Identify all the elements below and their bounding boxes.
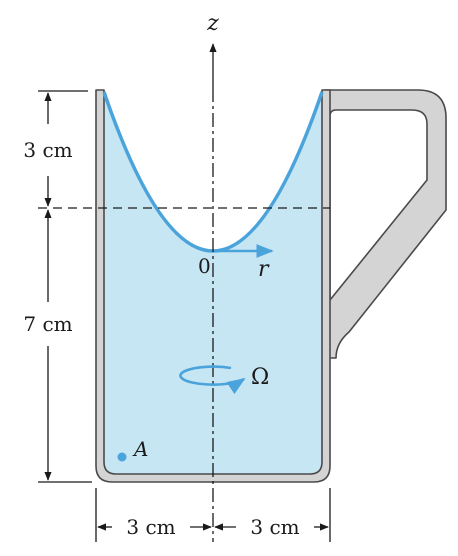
mug-handle: [324, 89, 447, 359]
point-a-label: A: [132, 437, 148, 461]
z-axis-label: z: [206, 11, 219, 36]
omega-label: Ω: [251, 365, 269, 390]
r-axis-label: r: [258, 257, 270, 282]
mug-body: [95, 89, 331, 483]
rotation-arrow: [179, 365, 246, 395]
dim-label-3cm-right: 3 cm: [250, 515, 299, 539]
dim-label-7cm-vertical: 7 cm: [23, 312, 72, 336]
dim-label-3cm-vertical: 3 cm: [23, 138, 72, 162]
dim-label-3cm-left: 3 cm: [126, 515, 175, 539]
origin-label: 0: [198, 254, 211, 278]
point-a-marker: [117, 452, 127, 462]
